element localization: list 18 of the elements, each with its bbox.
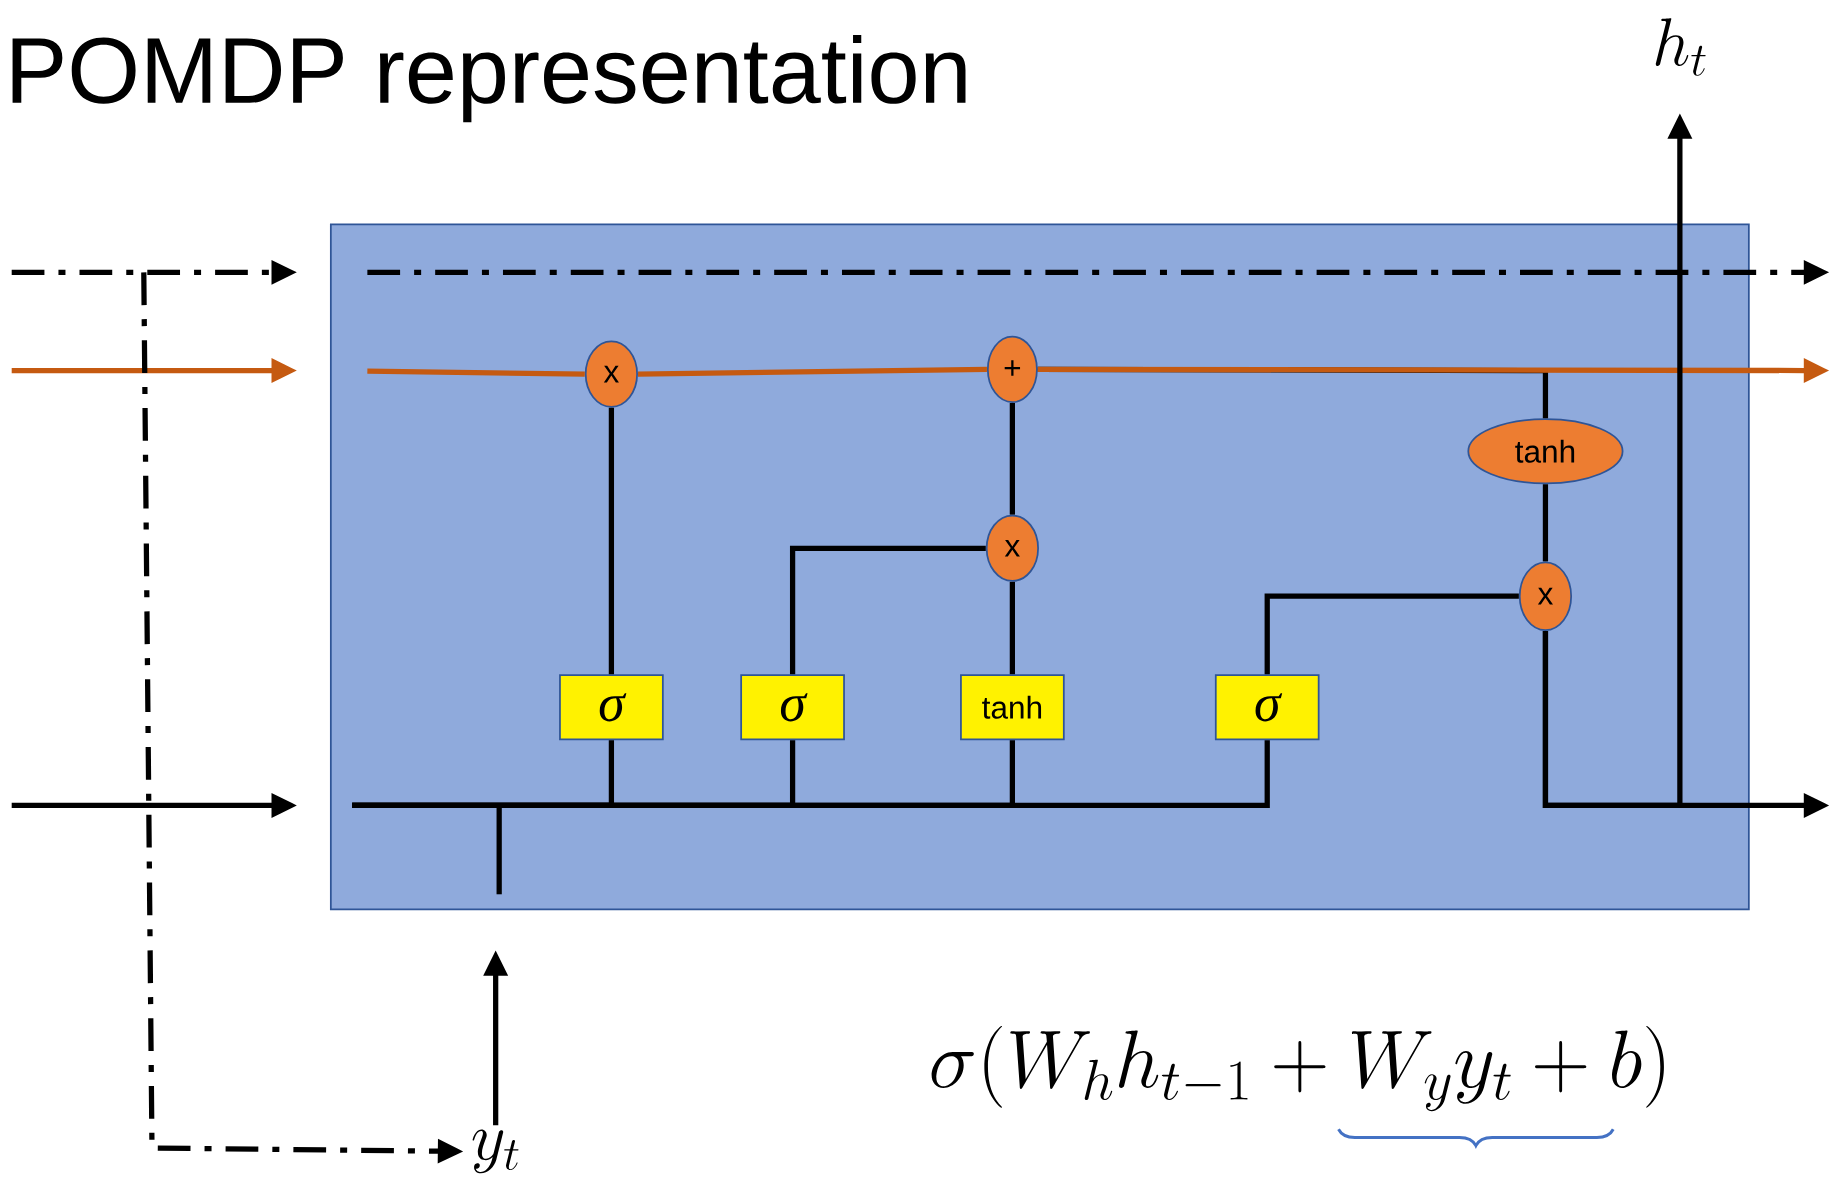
connector-line — [1009, 402, 1015, 515]
title: POMDP representation — [12, 35, 966, 123]
gate-box: σ — [559, 674, 664, 741]
connector-line — [789, 545, 986, 675]
connector-line — [367, 368, 585, 377]
gate-box: σ — [1214, 674, 1320, 741]
formula: $\sigma(W_h h_{t-1}+W_y y_t+b)$ — [931, 1025, 1664, 1112]
gate-box: σ — [740, 674, 845, 741]
connector-line — [1009, 581, 1015, 675]
connector-line — [1542, 484, 1549, 562]
gate-box: tanh — [960, 674, 1065, 741]
connector-line — [352, 740, 1270, 808]
connector-line — [637, 366, 987, 377]
connector-line — [608, 407, 615, 675]
connector-line — [1264, 593, 1519, 675]
symbol-label: $h_t$ — [1655, 18, 1706, 76]
symbol-label: $y_t$ — [472, 1129, 519, 1174]
cell-box — [329, 223, 1750, 911]
